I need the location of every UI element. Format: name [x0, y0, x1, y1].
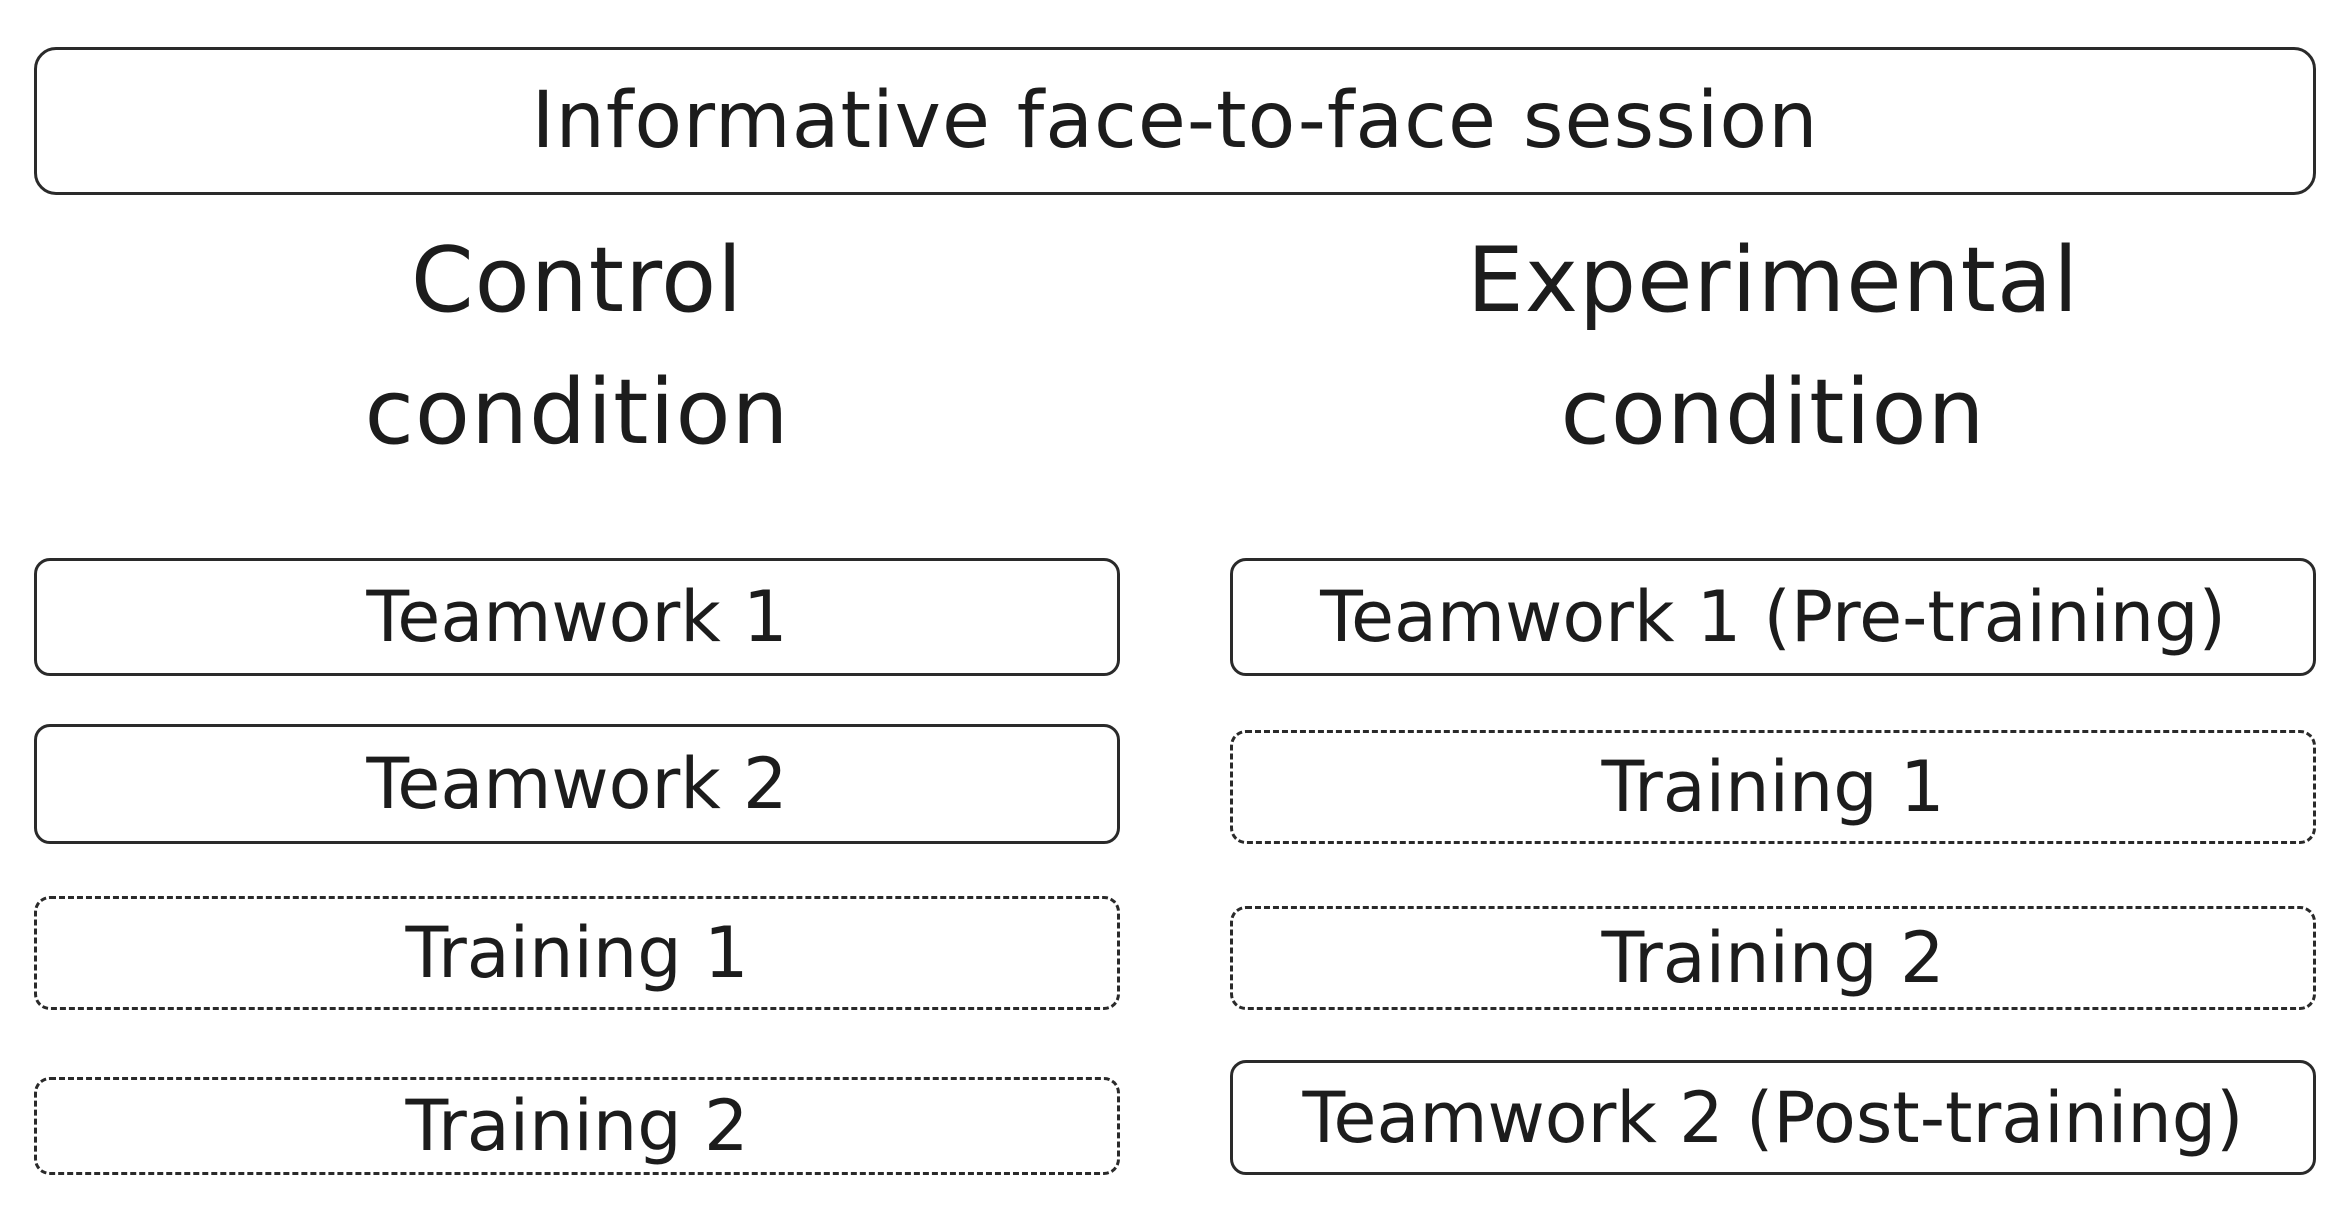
experimental-heading-line-2: condition [1560, 360, 1986, 465]
control-step-teamwork-2: Teamwork 2 [34, 724, 1120, 844]
control-condition-heading: Control condition [34, 215, 1120, 479]
control-step-label: Training 2 [405, 1085, 749, 1167]
control-step-label: Teamwork 2 [366, 743, 788, 825]
experimental-step-teamwork-1-pre-training: Teamwork 1 (Pre-training) [1230, 558, 2316, 676]
control-step-label: Teamwork 1 [366, 576, 788, 658]
experimental-step-training-1: Training 1 [1230, 730, 2316, 844]
control-step-training-2: Training 2 [34, 1077, 1120, 1175]
informative-session-box: Informative face-to-face session [34, 47, 2316, 195]
experimental-heading-line-1: Experimental [1466, 228, 2080, 333]
control-heading-line-1: Control [410, 228, 744, 333]
control-heading-line-2: condition [364, 360, 790, 465]
experimental-condition-heading: Experimental condition [1230, 215, 2316, 479]
informative-session-label: Informative face-to-face session [531, 76, 1819, 166]
experimental-step-label: Teamwork 2 (Post-training) [1302, 1076, 2244, 1159]
experimental-step-training-2: Training 2 [1230, 906, 2316, 1010]
control-step-training-1: Training 1 [34, 896, 1120, 1010]
experimental-step-label: Training 1 [1601, 746, 1945, 828]
experimental-step-label: Teamwork 1 (Pre-training) [1320, 576, 2226, 658]
experimental-step-label: Training 2 [1601, 917, 1945, 999]
control-step-teamwork-1: Teamwork 1 [34, 558, 1120, 676]
experimental-step-teamwork-2-post-training: Teamwork 2 (Post-training) [1230, 1060, 2316, 1175]
control-step-label: Training 1 [405, 912, 749, 994]
